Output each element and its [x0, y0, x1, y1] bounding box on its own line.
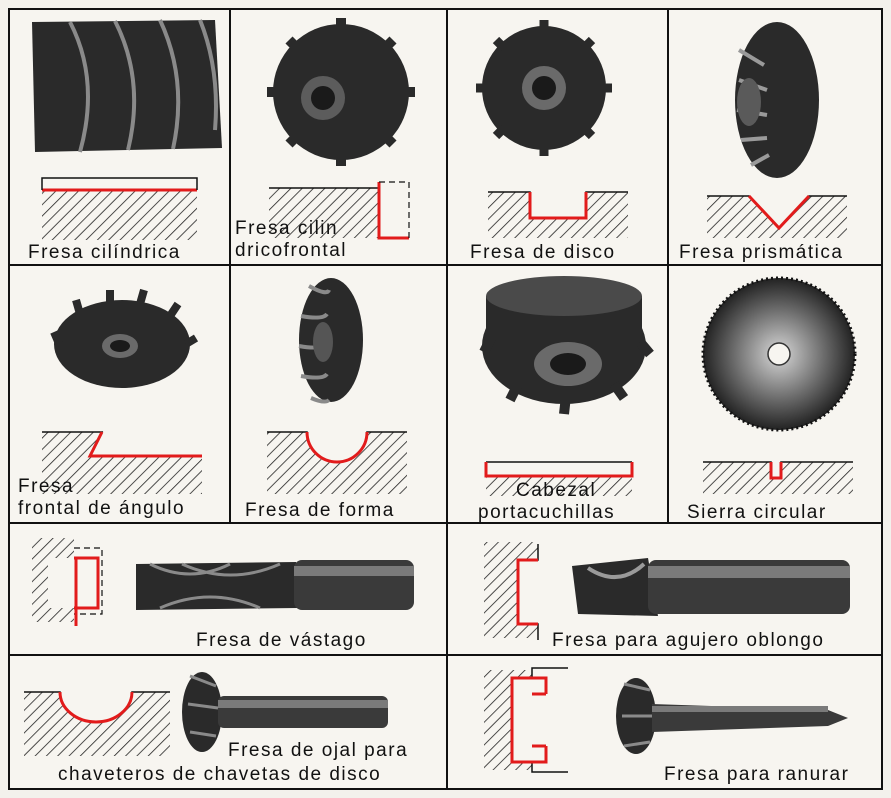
cell-fresa-de-ojal: Fresa de ojal para chaveteros de chaveta… [8, 654, 448, 790]
cutter-head-icon [479, 276, 654, 496]
label-cabezal-2: portacuchillas [478, 502, 616, 523]
cell-cabezal-portacuchillas: Cabezal portacuchillas [446, 264, 669, 524]
label-fresa-de-ojal-1: Fresa de ojal para [228, 740, 409, 761]
label-fresa-para-ranurar: Fresa para ranurar [664, 764, 850, 785]
label-fresa-prismatica: Fresa prismática [679, 242, 844, 263]
angle-cutter-icon [42, 288, 202, 494]
cell-fresa-de-disco: Fresa de disco [446, 8, 669, 266]
slot-drill-icon [484, 542, 850, 640]
label-fresa-de-vastago: Fresa de vástago [196, 630, 367, 651]
label-fresa-cilindricofrontal-1: Fresa cilin [235, 218, 339, 239]
cell-fresa-frontal-de-angulo: Fresa frontal de ángulo [8, 264, 231, 524]
label-fresa-cilindrica: Fresa cilíndrica [28, 242, 181, 263]
double-angle-cutter-icon [707, 22, 847, 238]
form-cutter-icon [267, 278, 407, 494]
label-sierra-circular: Sierra circular [687, 502, 827, 523]
cell-fresa-para-ranurar: Fresa para ranurar [446, 654, 883, 790]
label-fresa-agujero-oblongo: Fresa para agujero oblongo [552, 630, 825, 651]
cell-fresa-de-vastago: Fresa de vástago [8, 522, 448, 656]
cell-sierra-circular: Sierra circular [667, 264, 883, 524]
cell-fresa-prismatica: Fresa prismática [667, 8, 883, 266]
label-fresa-cilindricofrontal-2: dricofrontal [235, 240, 347, 261]
shank-end-mill-icon [32, 538, 414, 626]
cell-fresa-de-forma: Fresa de forma [229, 264, 448, 524]
cell-fresa-agujero-oblongo: Fresa para agujero oblongo [446, 522, 883, 656]
label-fresa-de-disco: Fresa de disco [470, 242, 616, 263]
t-slot-cutter-icon [484, 666, 848, 774]
label-cabezal-1: Cabezal [516, 480, 597, 501]
woodruff-cutter-icon [24, 672, 388, 756]
cell-fresa-cilindricofrontal: Fresa cilin dricofrontal [229, 8, 448, 266]
label-fresa-de-forma: Fresa de forma [245, 500, 395, 521]
label-fresa-frontal-1: Fresa [18, 476, 75, 497]
shell-end-mill-icon [267, 18, 415, 240]
cell-fresa-cilindrica: Fresa cilíndrica [8, 8, 231, 266]
disc-cutter-icon [476, 20, 628, 238]
circular-saw-icon [701, 276, 857, 494]
label-fresa-frontal-2: frontal de ángulo [18, 498, 186, 519]
label-fresa-de-ojal-2: chaveteros de chavetas de disco [58, 764, 382, 785]
cylindrical-cutter-icon [32, 19, 222, 240]
